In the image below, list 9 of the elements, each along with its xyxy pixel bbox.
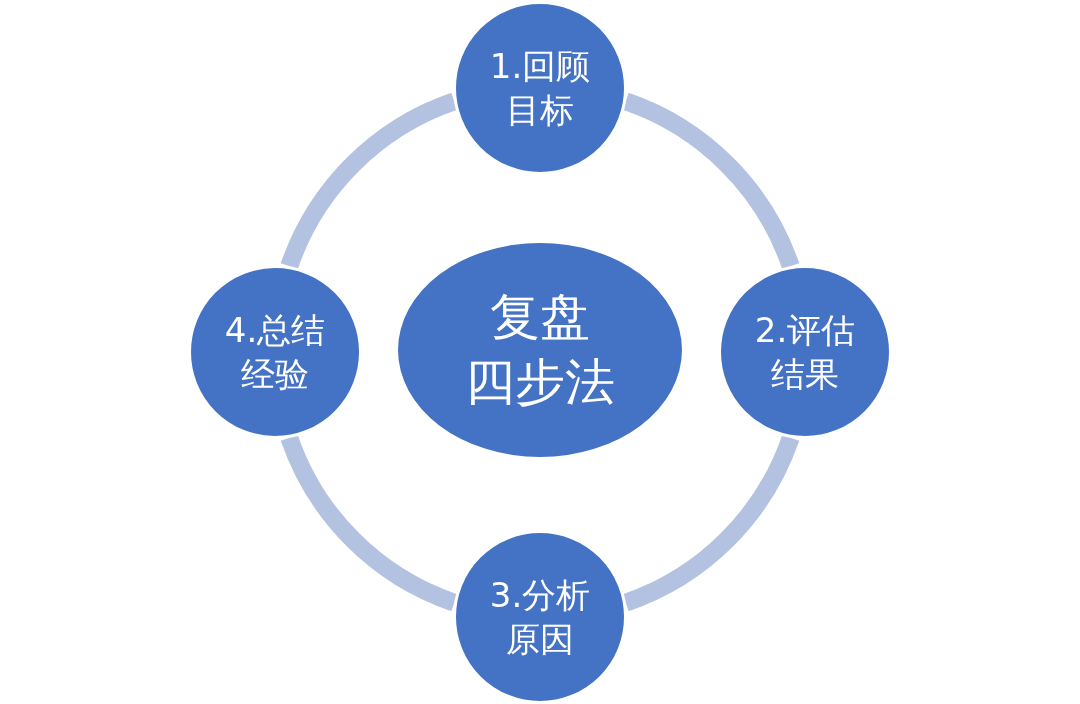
- step-label: 4.总结经验: [224, 308, 326, 396]
- ring-segment: [622, 92, 800, 270]
- step-label: 2.评估结果: [754, 308, 856, 396]
- ring-segment: [280, 92, 458, 270]
- ring-segment: [622, 434, 800, 612]
- step-label: 3.分析原因: [489, 573, 591, 661]
- ring-segment: [280, 434, 458, 612]
- step-label: 1.回顾目标: [489, 44, 591, 132]
- title-text: 复盘四步法: [465, 287, 615, 413]
